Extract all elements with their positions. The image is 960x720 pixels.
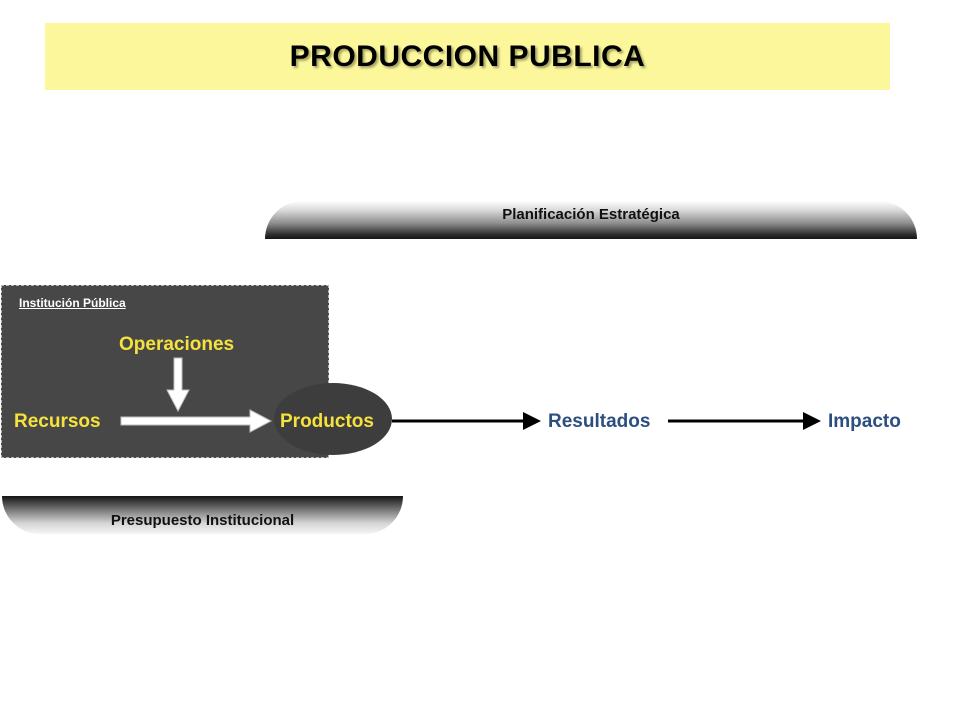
title-banner: PRODUCCION PUBLICA (45, 23, 890, 90)
institution-box (1, 285, 329, 458)
operations-label: Operaciones (119, 334, 235, 355)
products-label: Productos (280, 411, 374, 432)
operations-down-arrow (166, 357, 190, 413)
products-ellipse (274, 383, 392, 455)
resources-to-products-arrow (120, 409, 273, 433)
results-label: Resultados (548, 411, 651, 432)
institution-label: Institución Pública (19, 296, 126, 310)
resources-label: Recursos (14, 411, 101, 432)
page-title: PRODUCCION PUBLICA (289, 39, 646, 73)
planning-band: Planificación Estratégica (265, 201, 917, 239)
budget-band-label: Presupuesto Institucional (110, 512, 295, 529)
impact-label: Impacto (828, 411, 901, 432)
planning-band-label: Planificación Estratégica (502, 206, 680, 223)
budget-band: Presupuesto Institucional (2, 496, 403, 534)
